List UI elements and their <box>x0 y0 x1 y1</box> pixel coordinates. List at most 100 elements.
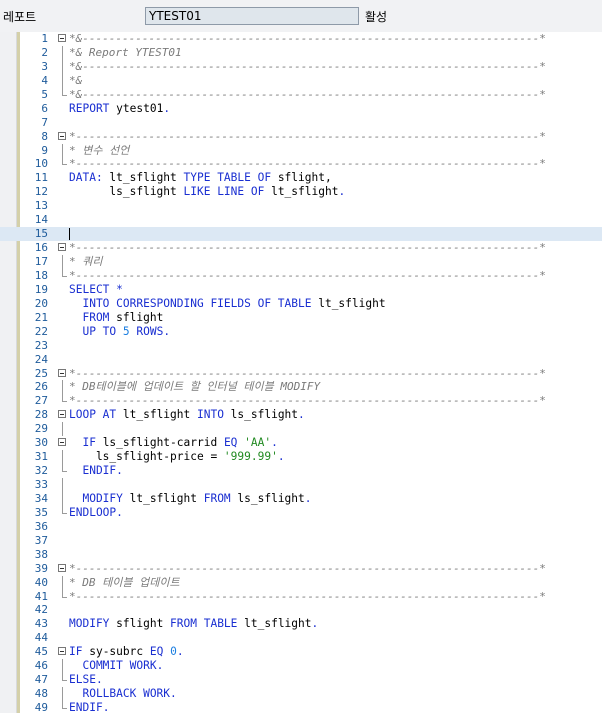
fold-toggle-icon[interactable] <box>58 34 66 42</box>
code-line[interactable]: 34 MODIFY lt_sflight FROM ls_sflight. <box>0 491 602 506</box>
comment-text: * 변수 선언 <box>69 143 130 157</box>
fold-toggle-icon[interactable] <box>58 438 66 447</box>
fold-toggle-icon[interactable] <box>58 410 66 419</box>
code-line[interactable]: 40* DB 테이블 업데이트 <box>0 575 602 590</box>
code-line[interactable]: 44 <box>0 631 602 645</box>
identifier-token: lt_sflight <box>311 296 386 310</box>
code-line[interactable]: 13 <box>0 199 602 213</box>
code-line[interactable]: 12 ls_sflight LIKE LINE OF lt_sflight. <box>0 185 602 199</box>
code-line[interactable]: 1*&-------------------------------------… <box>0 32 602 46</box>
code-line[interactable]: 7 <box>0 116 602 130</box>
editor-left-margin <box>0 32 17 713</box>
fold-toggle-icon[interactable] <box>58 368 66 377</box>
identifier-token: sflight <box>109 617 171 631</box>
code-line[interactable]: 23 <box>0 339 602 353</box>
code-line[interactable]: 24 <box>0 353 602 367</box>
code-text: ENDLOOP. <box>69 506 123 520</box>
code-line[interactable]: 15 <box>0 227 602 242</box>
identifier-token: lt_sflight <box>122 491 204 505</box>
line-number: 44 <box>34 631 48 645</box>
code-line[interactable]: 10*-------------------------------------… <box>0 157 602 171</box>
comment-text: *& Report YTEST01 <box>69 45 182 59</box>
code-line[interactable]: 36 <box>0 520 602 534</box>
line-number: 24 <box>34 352 48 366</box>
fold-end-mark <box>62 164 67 166</box>
identifier-token: sflight, <box>271 171 332 185</box>
code-line[interactable]: 29 <box>0 422 602 437</box>
code-text: MODIFY sflight FROM TABLE lt_sflight. <box>69 617 318 631</box>
fold-guide-line <box>62 73 63 88</box>
code-line[interactable]: 20 INTO CORRESPONDING FIELDS OF TABLE lt… <box>0 297 602 311</box>
code-line[interactable]: 8*--------------------------------------… <box>0 130 602 144</box>
text-cursor <box>69 228 70 241</box>
code-line[interactable]: 25*-------------------------------------… <box>0 367 602 381</box>
comment-text: *&--------------------------------------… <box>69 59 546 73</box>
code-line[interactable]: 38 <box>0 548 602 562</box>
fold-guide-line <box>62 45 63 60</box>
code-line[interactable]: 9* 변수 선언 <box>0 143 602 158</box>
fold-end-mark <box>62 275 67 277</box>
line-number: 7 <box>41 115 48 129</box>
code-line[interactable]: 35 ENDLOOP. <box>0 505 602 520</box>
code-line[interactable]: 16*-------------------------------------… <box>0 241 602 255</box>
code-line[interactable]: 4*& <box>0 73 602 88</box>
fold-toggle-icon[interactable] <box>58 243 66 252</box>
code-line[interactable]: 22 UP TO 5 ROWS. <box>0 325 602 339</box>
code-line[interactable]: 33 <box>0 478 602 492</box>
fold-toggle-icon[interactable] <box>58 563 66 572</box>
fold-toggle-icon[interactable] <box>58 647 66 656</box>
code-line[interactable]: 31 ls_sflight-price = '999.99'. <box>0 450 602 465</box>
line-number: 40 <box>34 575 48 589</box>
code-line[interactable]: 39*-------------------------------------… <box>0 562 602 576</box>
line-number: 17 <box>34 255 48 268</box>
code-line[interactable]: 42 <box>0 603 602 617</box>
line-number: 31 <box>34 450 48 464</box>
report-label: 레포트 <box>3 10 37 24</box>
code-line[interactable]: 41*-------------------------------------… <box>0 589 602 604</box>
keyword-token: LIKE LINE OF <box>183 185 265 199</box>
line-number: 35 <box>34 505 48 519</box>
operator-token: . <box>116 505 123 519</box>
fold-end-mark <box>62 596 67 598</box>
code-line[interactable]: 5*&-------------------------------------… <box>0 87 602 102</box>
code-line[interactable]: 48 ROLLBACK WORK. <box>0 687 602 702</box>
comment-text: *---------------------------------------… <box>69 394 546 408</box>
line-number: 49 <box>34 701 48 713</box>
line-number: 5 <box>41 87 48 101</box>
code-line[interactable]: 46 COMMIT WORK. <box>0 659 602 674</box>
line-number: 13 <box>34 199 48 213</box>
code-line[interactable]: 21 FROM sflight <box>0 311 602 325</box>
code-line[interactable]: 30 IF ls_sflight-carrid EQ 'AA'. <box>0 436 602 450</box>
code-editor[interactable]: 1 *&-------------------------------------… <box>0 32 602 713</box>
fold-guide-line <box>62 589 63 598</box>
code-line[interactable]: 26* DB테이블에 업데이트 할 인터널 테이블 MODIFY <box>0 380 602 395</box>
identifier-token: lt_sflight <box>264 185 339 199</box>
code-line[interactable]: 18*-------------------------------------… <box>0 268 602 283</box>
fold-toggle-icon[interactable] <box>58 131 66 140</box>
operator-token: . <box>271 436 278 450</box>
identifier-token: sy-subrc <box>82 645 150 659</box>
keyword-token: COMMIT WORK <box>69 659 157 673</box>
keyword-token: ENDIF <box>69 464 117 478</box>
code-line[interactable]: 32 ENDIF. <box>0 464 602 478</box>
keyword-token: ROLLBACK WORK <box>69 687 171 701</box>
keyword-token: FROM <box>69 310 110 324</box>
string-literal: 'AA' <box>244 436 272 450</box>
line-number: 1 <box>41 32 48 45</box>
code-line[interactable]: 14 <box>0 213 602 227</box>
report-name-field[interactable]: YTEST01 <box>145 7 359 25</box>
code-line[interactable]: 27*-------------------------------------… <box>0 394 602 408</box>
code-line[interactable]: 3*&-------------------------------------… <box>0 59 602 74</box>
code-line[interactable]: 2*& Report YTEST01 <box>0 45 602 60</box>
code-line[interactable]: 17* 쿼리 <box>0 255 602 269</box>
identifier-token: ls_sflight <box>223 408 299 422</box>
code-line[interactable]: 37 <box>0 534 602 548</box>
